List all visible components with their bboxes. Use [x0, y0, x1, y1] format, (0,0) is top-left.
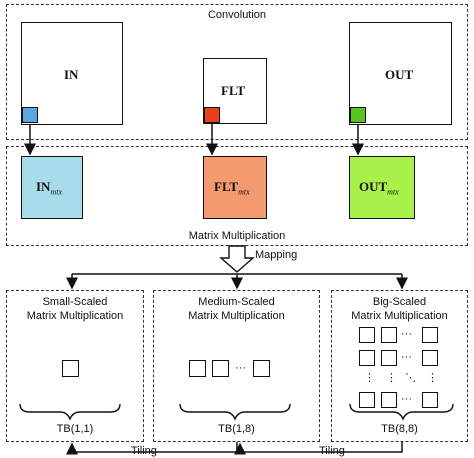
out-tile	[350, 107, 366, 123]
big-tb-label: TB(8,8)	[381, 423, 418, 435]
medium-tb-label: TB(1,8)	[218, 423, 255, 435]
tiling-label-1: Tiling	[131, 445, 157, 457]
big-vdots-col8: ⋮	[427, 372, 438, 384]
flt-mtx-label: FLTmtx	[214, 179, 250, 197]
flt-mtx-matrix	[203, 156, 267, 219]
big-hdots-row2: ···	[401, 351, 412, 363]
small-scaled-panel	[6, 290, 144, 442]
medium-tile-8	[253, 360, 270, 377]
big-tile-r8c2	[381, 392, 397, 408]
big-vdots-col2: ⋮	[386, 372, 397, 384]
big-tile-r8c8	[422, 392, 438, 408]
tiling-arrow-2	[234, 442, 403, 455]
big-scaled-panel	[331, 290, 468, 442]
out-matrix	[349, 22, 452, 125]
mapping-arrow-icon	[219, 245, 255, 273]
big-tile-r2c8	[422, 350, 438, 366]
big-scaled-title-line2: Matrix Multiplication	[351, 310, 448, 322]
medium-scaled-title-line2: Matrix Multiplication	[188, 310, 285, 322]
medium-brace	[179, 403, 291, 421]
big-tile-r1c8	[422, 327, 438, 343]
small-tile	[62, 360, 79, 377]
tiling-label-2: Tiling	[319, 445, 345, 457]
matrix-multiplication-title: Matrix Multiplication	[188, 230, 286, 242]
small-tb-label: TB(1,1)	[56, 423, 94, 435]
big-ddots: ⋱	[405, 372, 416, 384]
small-scaled-title-line1: Small-Scaled	[42, 296, 108, 308]
big-vdots-col1: ⋮	[364, 372, 375, 384]
tiling-arrow-1	[66, 442, 238, 455]
in-mtx-label: INmtx	[36, 179, 63, 197]
medium-tile-1	[189, 360, 206, 377]
in-tile	[22, 107, 38, 123]
big-tile-r1c1	[359, 327, 375, 343]
big-hdots-row8: ···	[401, 393, 412, 405]
big-brace	[349, 403, 454, 421]
big-scaled-title-line1: Big-Scaled	[372, 296, 427, 308]
out-mtx-label: OUTmtx	[359, 179, 399, 197]
out-mtx-matrix	[349, 156, 415, 219]
out-mtx-subscript: mtx	[387, 187, 399, 197]
flt-label: FLT	[221, 83, 246, 98]
big-tile-r8c1	[359, 392, 375, 408]
big-tile-r2c2	[381, 350, 397, 366]
medium-scaled-panel	[153, 290, 320, 442]
big-tile-r1c2	[381, 327, 397, 343]
out-label: OUT	[385, 67, 414, 82]
medium-tile-2	[212, 360, 229, 377]
convolution-title: Convolution	[207, 9, 267, 21]
in-mtx-subscript: mtx	[50, 187, 63, 197]
medium-scaled-title-line1: Medium-Scaled	[198, 296, 275, 308]
medium-ellipsis: ···	[235, 362, 246, 374]
in-label: IN	[64, 67, 79, 82]
in-matrix	[21, 22, 123, 125]
in-mtx-matrix	[21, 156, 83, 219]
convolution-panel	[6, 4, 468, 140]
mapping-label: Mapping	[255, 249, 298, 261]
small-scaled-title-line2: Matrix Multiplication	[26, 310, 124, 322]
small-brace	[19, 403, 121, 421]
big-tile-r2c1	[359, 350, 375, 366]
big-hdots-row1: ···	[401, 328, 412, 340]
flt-tile	[204, 107, 220, 123]
flt-mtx-subscript: mtx	[238, 187, 250, 197]
